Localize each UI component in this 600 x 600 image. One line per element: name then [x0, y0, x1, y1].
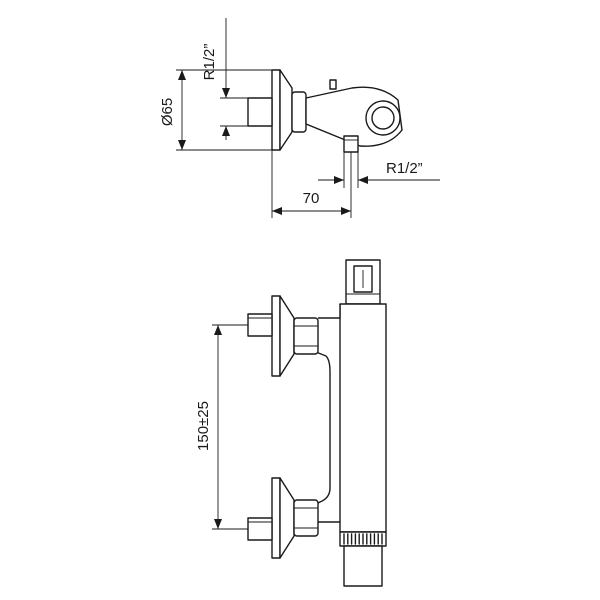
projection-label: 70: [303, 190, 320, 207]
lower-inlet-nut: [293, 499, 319, 537]
projection-arrow-right: [341, 207, 351, 215]
projection-arrow-left: [272, 207, 282, 215]
inlet-thread-arrow-top: [222, 88, 230, 98]
flange-diameter-arrow-top: [178, 70, 186, 80]
flange-diameter-label: Ø65: [159, 98, 176, 126]
side-view-wall-flange: [271, 69, 281, 151]
outlet-thread-label: R1/2”: [386, 160, 423, 177]
upper-inlet-nut: [293, 317, 319, 355]
outlet-thread-arrow-right: [358, 176, 368, 184]
front-view-body: [339, 303, 387, 533]
side-view-nut: [291, 91, 307, 133]
front-view-bottom-outlet: [343, 545, 383, 587]
inlet-thread-arrow-bottom: [222, 126, 230, 136]
inlet-thread-label: R1/2”: [201, 44, 218, 81]
flange-diameter-arrow-bottom: [178, 140, 186, 150]
side-view-outlet: [343, 135, 359, 153]
spacing-arrow-top: [214, 325, 222, 335]
lower-inlet-escutcheon: [279, 477, 295, 559]
side-view: R1/2” Ø65 R1/2” 70: [159, 18, 440, 218]
side-view-escutcheon: [279, 69, 293, 151]
lower-inlet-fitting: [247, 517, 273, 541]
outlet-thread-arrow-left: [334, 176, 344, 184]
front-view: 150±25: [195, 259, 387, 587]
front-view-knob-knurling: [343, 533, 383, 545]
front-view-upper-neck: [318, 304, 341, 319]
lower-inlet-flange: [271, 477, 281, 559]
spacing-arrow-bottom: [214, 519, 222, 529]
front-view-connecting-arm: [315, 351, 331, 505]
spacing-label: 150±25: [195, 401, 212, 451]
upper-inlet-escutcheon: [279, 295, 295, 377]
upper-inlet-fitting: [247, 313, 273, 337]
side-view-top-pin: [329, 79, 337, 90]
side-view-knob-inner: [371, 106, 395, 130]
upper-inlet-flange: [271, 295, 281, 377]
side-view-inlet-fitting: [247, 97, 273, 127]
